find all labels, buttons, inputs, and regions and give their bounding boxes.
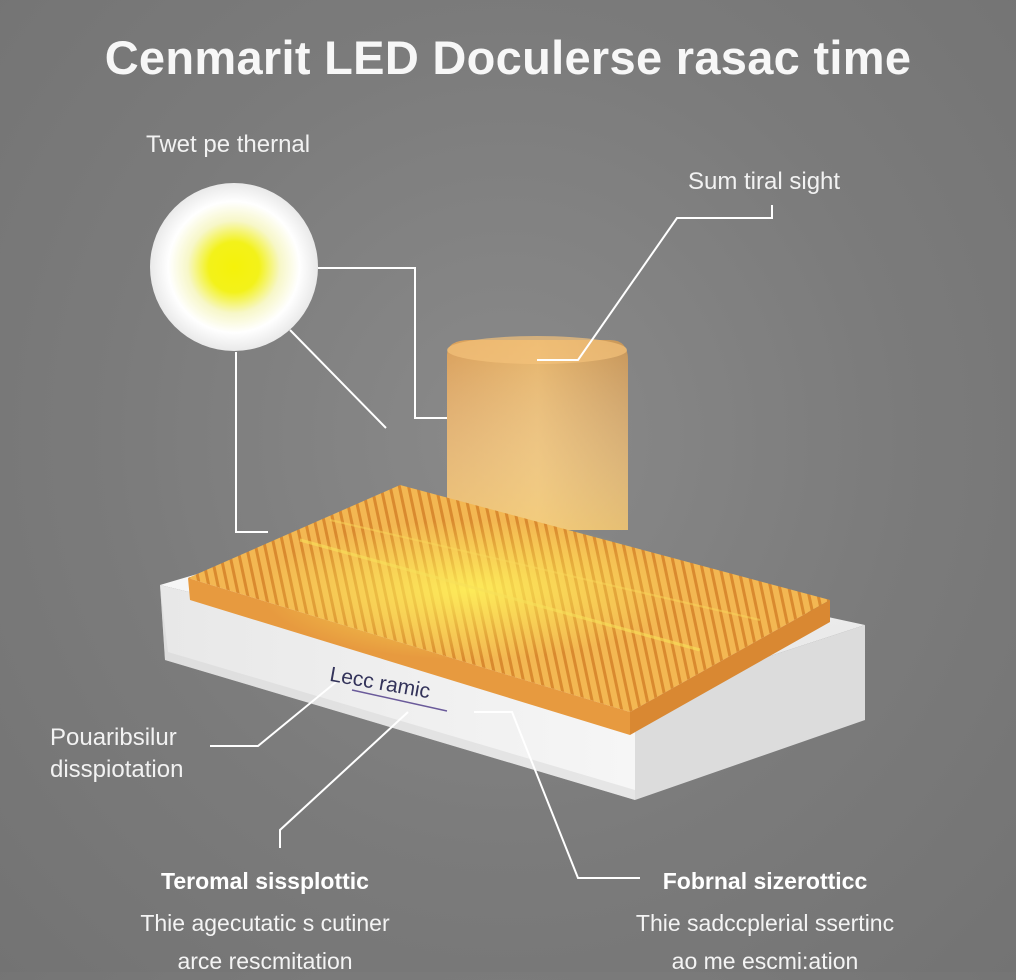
caption-right-heading: Fobrnal sizerotticc (662, 868, 868, 894)
caption-left-line1: Thie agecutatic s cutiner (140, 910, 390, 936)
label-sight: Sum tiral sight (688, 168, 841, 195)
light-pillar (447, 336, 628, 530)
label-thermal: Twet pe thernal (146, 131, 311, 158)
leader-lines (210, 205, 773, 879)
label-dissipation-line1: Pouaribsilur (50, 724, 177, 751)
led-emitter (150, 183, 318, 351)
label-dissipation-line2: disspiotation (50, 756, 184, 783)
heat-sink-fins (188, 485, 830, 735)
caption-right-line2: ao me escmi:ation (671, 948, 859, 974)
caption-left-heading: Teromal sissplottic (161, 868, 369, 894)
diagram-title: Cenmarit LED Doculerse rasac time (104, 31, 912, 84)
caption-left-line2: arce rescmitation (177, 948, 353, 974)
caption-right-line1: Thie sadccplerial ssertinc (635, 910, 895, 936)
